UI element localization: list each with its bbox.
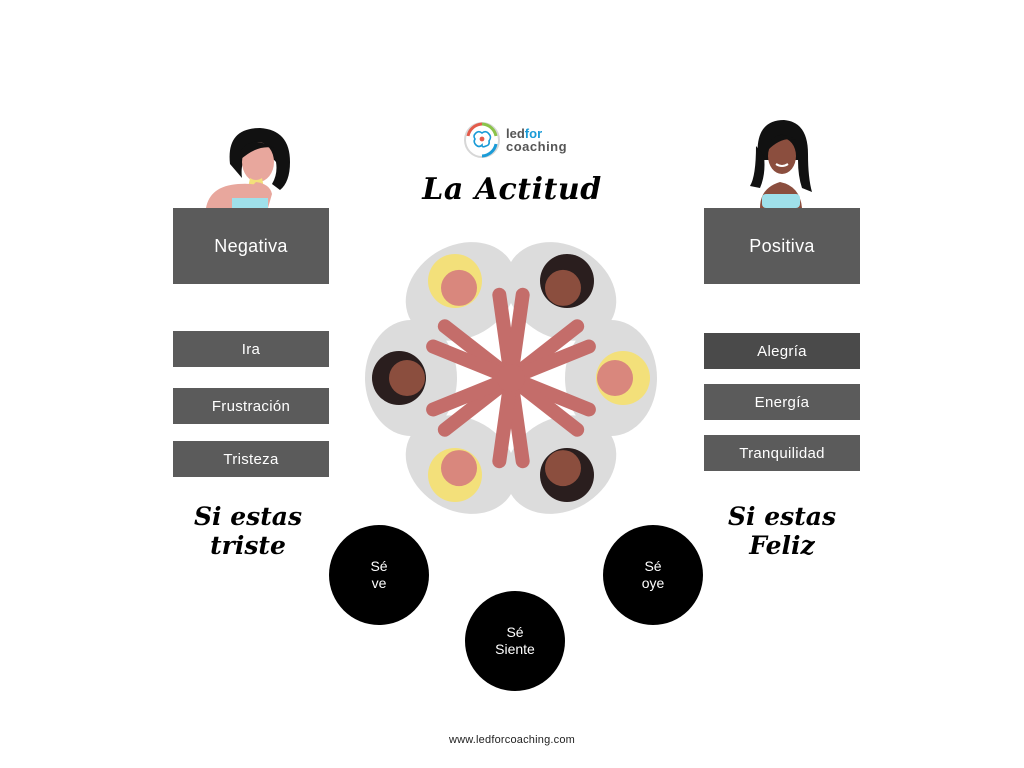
emotion-label: Alegría: [757, 342, 807, 360]
person-head: [545, 450, 581, 487]
person-head: [441, 450, 477, 487]
sad-slogan-line1: Si estas: [193, 502, 303, 531]
circle-text-line1: Sé: [370, 558, 388, 574]
positive-header-label: Positiva: [749, 235, 815, 256]
circle-text-line1: Sé: [644, 558, 662, 574]
circle-text-line1: Sé: [506, 624, 524, 640]
circle-text-line2: ve: [371, 575, 387, 591]
huddle-person: [405, 371, 518, 514]
emotion-box-alegria: Alegría: [704, 333, 860, 369]
happy-slogan-line2: Feliz: [749, 531, 815, 560]
person-head: [597, 360, 633, 396]
person-head: [389, 360, 425, 396]
huddle-person: [365, 320, 518, 436]
circle-text-line2: oye: [641, 575, 665, 591]
emotion-box-frustracion: Frustración: [173, 388, 329, 424]
emotion-box-tranquilidad: Tranquilidad: [704, 435, 860, 471]
person-head: [441, 269, 477, 306]
logo-text-coaching: coaching: [506, 139, 568, 154]
positive-attitude-box: Positiva: [704, 208, 860, 284]
logo-wordmark: ledfor coaching: [506, 127, 567, 153]
emotion-box-ira: Ira: [173, 331, 329, 367]
circle-se-oye: Sé oye: [603, 525, 703, 625]
person-head: [545, 269, 581, 306]
negative-attitude-box: Negativa: [173, 208, 329, 284]
happy-slogan: Si estas Feliz: [692, 502, 872, 560]
sad-woman-illustration: [206, 128, 290, 208]
emotion-box-energia: Energía: [704, 384, 860, 420]
huddle-person: [504, 320, 657, 436]
huddle-person: [405, 242, 518, 385]
emotion-label: Tranquilidad: [739, 444, 825, 462]
emotion-label: Energía: [754, 393, 810, 411]
negative-header-label: Negativa: [214, 235, 288, 256]
emotion-label: Frustración: [211, 397, 291, 415]
emotion-box-tristeza: Tristeza: [173, 441, 329, 477]
brain-logo-icon: [464, 122, 500, 158]
happy-woman-illustration: [750, 120, 812, 208]
emotion-label: Tristeza: [223, 450, 279, 468]
circle-se-ve: Sé ve: [329, 525, 429, 625]
person-arm: [504, 339, 596, 385]
logo-text-led: led: [506, 126, 525, 141]
emotion-label: Ira: [241, 340, 261, 358]
team-huddle-illustration: [365, 242, 657, 514]
person-arm: [504, 371, 585, 437]
website-url: www.ledforcoaching.com: [448, 734, 576, 746]
sad-slogan: Si estas triste: [158, 502, 338, 560]
brand-logo: ledfor coaching: [462, 120, 572, 160]
logo-text-for: for: [524, 126, 543, 141]
sad-slogan-line2: triste: [210, 531, 286, 560]
circle-text-line2: Siente: [495, 641, 535, 657]
happy-slogan-line1: Si estas: [727, 502, 837, 531]
page-title: La Actitud: [422, 172, 602, 207]
circle-se-siente: Sé Siente: [465, 591, 565, 691]
